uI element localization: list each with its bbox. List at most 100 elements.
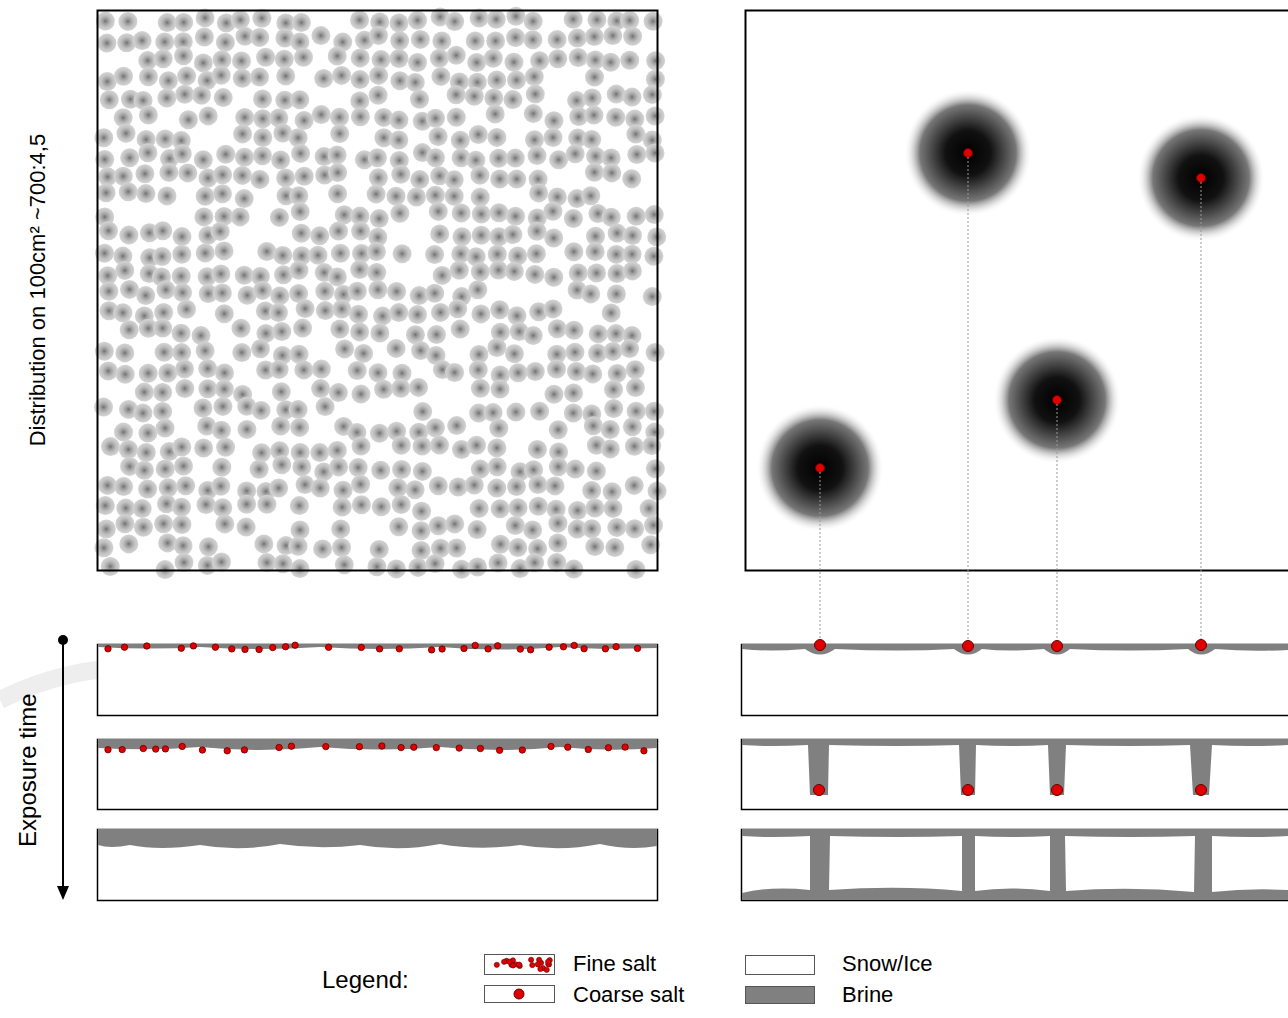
salt-dot [452, 560, 471, 579]
salt-dot [491, 380, 510, 399]
salt-dot [487, 338, 506, 357]
salt-dot [98, 72, 117, 91]
salt-dot [135, 383, 154, 402]
salt-dot [585, 68, 604, 87]
salt-dot [96, 496, 115, 515]
salt-dot [646, 107, 665, 126]
salt-dot [172, 324, 191, 343]
salt-dot [470, 166, 489, 185]
salt-dot [174, 457, 193, 476]
salt-dot [237, 420, 256, 439]
salt-dot [115, 514, 134, 533]
salt-dot [369, 66, 388, 85]
legend-text: Fine salt [573, 952, 656, 976]
salt-dot [172, 498, 191, 517]
salt-dot [392, 436, 411, 455]
salt-dot [235, 108, 254, 127]
salt-dot [467, 53, 486, 72]
salt-dot [486, 105, 505, 124]
salt-dot [211, 477, 230, 496]
salt-dot [311, 379, 330, 398]
salt-dot [369, 363, 388, 382]
salt-dot [523, 520, 542, 539]
salt-dot [426, 418, 445, 437]
salt-dot [356, 744, 362, 750]
salt-dot [118, 12, 137, 31]
salt-dot [114, 423, 133, 442]
salt-dot [528, 440, 547, 459]
salt-dot [507, 477, 526, 496]
salt-dot [564, 404, 583, 423]
salt-dot [172, 343, 191, 362]
salt-dot [158, 186, 177, 205]
salt-dot [487, 71, 506, 90]
salt-dot [368, 280, 387, 299]
salt-dot [154, 49, 173, 68]
salt-dot [569, 264, 588, 283]
salt-dot [196, 187, 215, 206]
salt-dot [282, 644, 288, 650]
salt-dot [192, 86, 211, 105]
salt-dot [97, 520, 116, 539]
salt-dot [257, 242, 276, 261]
salt-dot [271, 417, 290, 436]
salt-dot [387, 282, 406, 301]
salt-dot [358, 644, 364, 650]
salt-dot [530, 963, 535, 968]
salt-dot [408, 305, 427, 324]
salt-dot [252, 9, 271, 28]
salt-dot [439, 646, 445, 652]
salt-dot [527, 647, 533, 653]
salt-dot [445, 187, 464, 206]
salt-dot [466, 31, 485, 50]
salt-dot [544, 967, 549, 972]
salt-dot [603, 482, 622, 501]
salt-dot [392, 495, 411, 514]
salt-dot [468, 520, 487, 539]
salt-dot [351, 222, 370, 241]
salt-dot [509, 498, 528, 517]
salt-dot [101, 437, 120, 456]
salt-dot [587, 264, 606, 283]
salt-dot [328, 184, 347, 203]
salt-dot [453, 227, 472, 246]
salt-dot [99, 362, 118, 381]
salt-dot [505, 344, 524, 363]
salt-dot [605, 745, 611, 751]
salt-dot [432, 32, 451, 51]
salt-dot [623, 226, 642, 245]
salt-dot [643, 85, 662, 104]
salt-dot [335, 339, 354, 358]
salt-dot [369, 86, 388, 105]
salt-dot [175, 379, 194, 398]
salt-dot [289, 261, 308, 280]
salt-dot [528, 146, 547, 165]
salt-dot [544, 229, 563, 248]
salt-dot [177, 300, 196, 319]
salt-dot [331, 244, 350, 263]
salt-dot [411, 744, 417, 750]
salt-dot [215, 514, 234, 533]
salt-dot [390, 204, 409, 223]
salt-dot [190, 643, 196, 649]
salt-dot [194, 150, 213, 169]
salt-dot [250, 28, 269, 47]
salt-dot [178, 163, 197, 182]
salt-dot [329, 383, 348, 402]
salt-dot [625, 476, 644, 495]
salt-dot [348, 282, 367, 301]
salt-dot [602, 163, 621, 182]
salt-dot [547, 360, 566, 379]
salt-dot [393, 244, 412, 263]
salt-dot [372, 497, 391, 516]
salt-dot [425, 245, 444, 264]
salt-dot [528, 475, 547, 494]
salt-dot [330, 320, 349, 339]
salt-dot [179, 743, 185, 749]
salt-dot [97, 34, 116, 53]
salt-dot [195, 28, 214, 47]
salt-dot [623, 245, 642, 264]
salt-dot [105, 646, 111, 652]
salt-dot [256, 48, 275, 67]
salt-dot [583, 364, 602, 383]
